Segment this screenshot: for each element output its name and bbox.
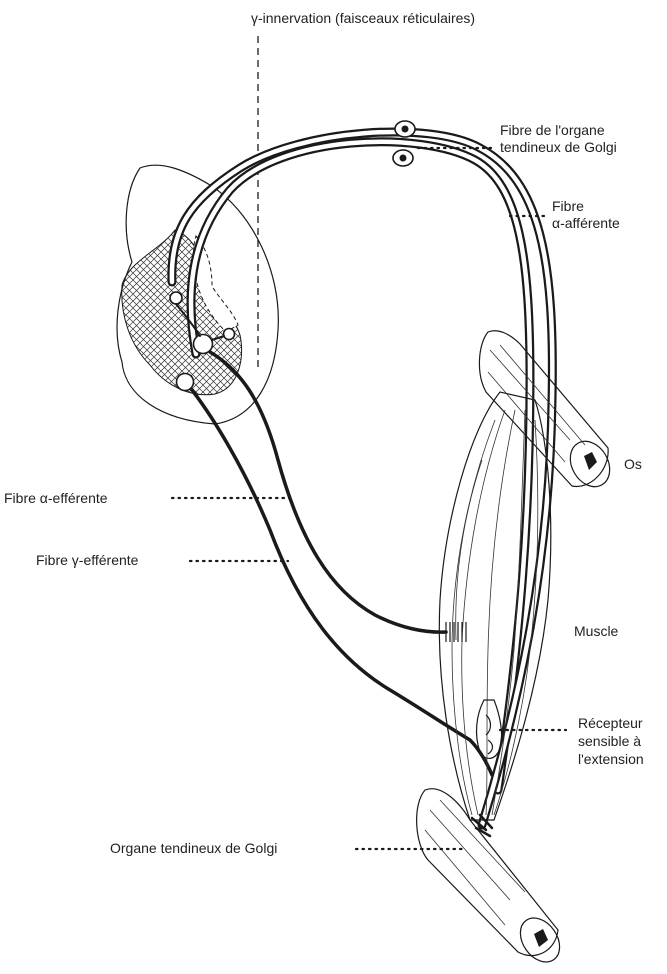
lower-bone xyxy=(417,789,568,970)
label-alpha-afferent-1: Fibre xyxy=(552,198,584,214)
label-alpha-afferent-2: α-afférente xyxy=(552,215,620,231)
small-interneuron xyxy=(224,329,235,340)
label-receptor-2: sensible à xyxy=(578,733,641,749)
label-golgi-fibre-2: tendineux de Golgi xyxy=(500,139,617,155)
label-gamma-innervation: γ-innervation (faisceaux réticulaires) xyxy=(251,10,475,26)
gamma-motor-neuron xyxy=(177,374,194,391)
label-golgi-fibre-1: Fibre de l'organe xyxy=(500,122,605,138)
label-receptor-3: l'extension xyxy=(578,751,644,767)
label-bone: Os xyxy=(624,456,642,472)
label-gamma-efferent: Fibre γ-efférente xyxy=(36,552,139,568)
interneuron xyxy=(170,292,182,304)
alpha-efferent-fibre xyxy=(210,352,446,632)
label-receptor-1: Récepteur xyxy=(578,715,643,731)
label-alpha-efferent: Fibre α-efférente xyxy=(4,490,108,506)
gamma-efferent-fibre xyxy=(192,390,492,775)
label-muscle: Muscle xyxy=(574,623,619,639)
label-golgi-organ: Organe tendineux de Golgi xyxy=(110,840,277,856)
muscle-belly xyxy=(439,392,550,820)
golgi-tendon-fibre xyxy=(172,132,552,825)
